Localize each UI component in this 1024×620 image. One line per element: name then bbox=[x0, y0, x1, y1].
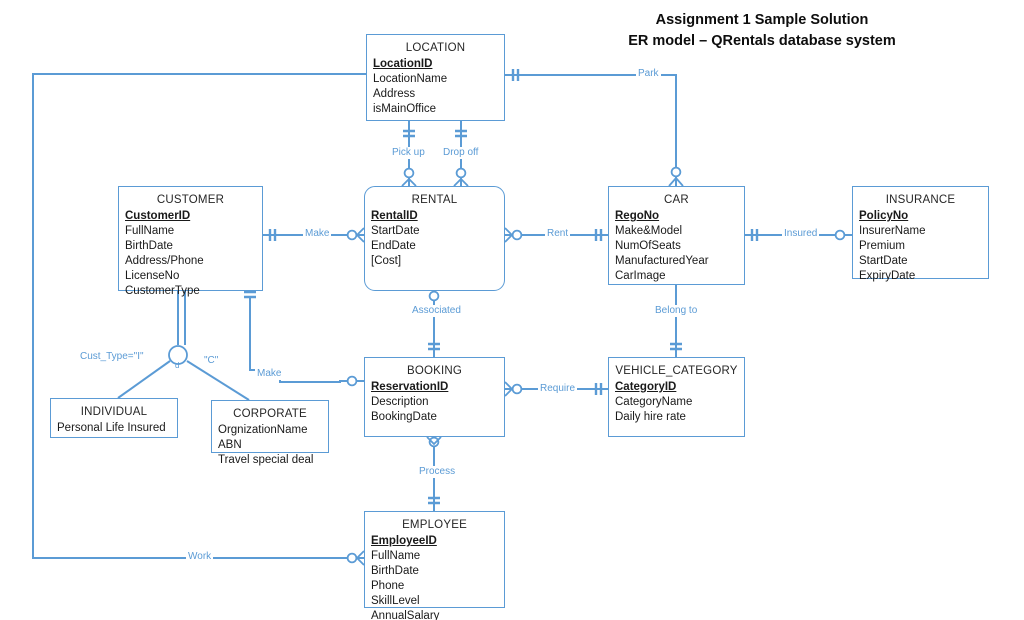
attribute-employee-fullname: FullName bbox=[371, 550, 421, 562]
entity-booking[interactable]: BOOKING ReservationID Description Bookin… bbox=[364, 357, 505, 437]
connector-spec-individual bbox=[117, 360, 171, 399]
entity-corporate[interactable]: CORPORATE OrgnizationName ABN Travel spe… bbox=[211, 400, 329, 466]
title-line-1: Assignment 1 Sample Solution bbox=[655, 12, 869, 28]
attribute-abn: ABN bbox=[218, 439, 242, 451]
entity-location[interactable]: LOCATION LocationID LocationName Address… bbox=[366, 34, 505, 121]
entity-employee-name: EMPLOYEE bbox=[402, 519, 467, 531]
entity-customer-attributes: CustomerID FullName BirthDate Address/Ph… bbox=[119, 209, 262, 303]
attribute-insurername: InsurerName bbox=[859, 225, 926, 237]
entity-employee-attributes: EmployeeID FullName BirthDate Phone Skil… bbox=[365, 534, 504, 620]
entity-vehicle-category[interactable]: VEHICLE_CATEGORY CategoryID CategoryName… bbox=[608, 357, 745, 437]
attribute-premium: Premium bbox=[859, 240, 906, 252]
entity-corporate-attributes: OrgnizationName ABN Travel special deal bbox=[212, 423, 328, 472]
attribute-booking-description: Description bbox=[371, 396, 429, 408]
attribute-address: Address bbox=[373, 88, 416, 100]
attribute-booking-bookingdate: BookingDate bbox=[371, 411, 437, 423]
attribute-customer-customertype: CustomerType bbox=[125, 285, 200, 297]
diagram-title: Assignment 1 Sample Solution ER model – … bbox=[592, 10, 932, 52]
entity-customer[interactable]: CUSTOMER CustomerID FullName BirthDate A… bbox=[118, 186, 263, 297]
relationship-label-rent: Rent bbox=[545, 228, 571, 240]
attribute-rental-cost: [Cost] bbox=[371, 255, 402, 267]
specialization-discriminator-right: "C" bbox=[204, 355, 219, 366]
attribute-travel-special-deal: Travel special deal bbox=[218, 454, 314, 466]
specialization-discriminator-left: Cust_Type="I" bbox=[80, 351, 144, 362]
entity-rental[interactable]: RENTAL RentalID StartDate EndDate [Cost] bbox=[364, 186, 505, 291]
attribute-car-numofseats: NumOfSeats bbox=[615, 240, 681, 252]
relationship-label-pickup: Pick up bbox=[390, 147, 427, 159]
attribute-customerid: CustomerID bbox=[125, 210, 191, 222]
entity-customer-name: CUSTOMER bbox=[156, 194, 225, 206]
relationship-label-belongto: Belong to bbox=[653, 305, 700, 317]
attribute-employee-birthdate: BirthDate bbox=[371, 565, 419, 577]
entity-vehicle-category-name: VEHICLE_CATEGORY bbox=[615, 365, 738, 377]
relationship-label-associated: Associated bbox=[410, 305, 463, 317]
entity-location-name: LOCATION bbox=[405, 42, 466, 54]
entity-employee[interactable]: EMPLOYEE EmployeeID FullName BirthDate P… bbox=[364, 511, 505, 620]
entity-corporate-name: CORPORATE bbox=[233, 408, 307, 420]
relationship-label-dropoff: Drop off bbox=[441, 147, 481, 159]
entity-car-attributes: RegoNo Make&Model NumOfSeats Manufacture… bbox=[609, 209, 744, 288]
attribute-regono: RegoNo bbox=[615, 210, 660, 222]
connector-work bbox=[32, 73, 366, 559]
relationship-label-make: Make bbox=[303, 228, 332, 240]
attribute-locationid: LocationID bbox=[373, 58, 433, 70]
relationship-label-work: Work bbox=[186, 551, 214, 563]
attribute-orgnizationname: OrgnizationName bbox=[218, 424, 308, 436]
attribute-categoryid: CategoryID bbox=[615, 381, 677, 393]
attribute-rentalid: RentalID bbox=[371, 210, 418, 222]
attribute-employeeid: EmployeeID bbox=[371, 535, 437, 547]
attribute-ismainoffice: isMainOffice bbox=[373, 103, 437, 115]
connector-park bbox=[505, 74, 677, 186]
entity-individual[interactable]: INDIVIDUAL Personal Life Insured bbox=[50, 398, 178, 438]
attribute-customer-birthdate: BirthDate bbox=[125, 240, 173, 252]
relationship-label-process: Process bbox=[417, 466, 458, 478]
entity-insurance-name: INSURANCE bbox=[885, 194, 956, 206]
entity-rental-attributes: RentalID StartDate EndDate [Cost] bbox=[365, 209, 504, 273]
attribute-customer-addressphone: Address/Phone bbox=[125, 255, 204, 267]
entity-car[interactable]: CAR RegoNo Make&Model NumOfSeats Manufac… bbox=[608, 186, 745, 285]
entity-individual-attributes: Personal Life Insured bbox=[51, 421, 177, 440]
entity-individual-name: INDIVIDUAL bbox=[80, 406, 148, 418]
relationship-label-insured: Insured bbox=[782, 228, 820, 240]
entity-vehicle-category-attributes: CategoryID CategoryName Daily hire rate bbox=[609, 380, 744, 429]
disjoint-marker: d bbox=[175, 361, 180, 370]
attribute-employee-skilllevel: SkillLevel bbox=[371, 595, 420, 607]
attribute-insurance-expirydate: ExpiryDate bbox=[859, 270, 916, 282]
attribute-reservationid: ReservationID bbox=[371, 381, 449, 393]
attribute-categoryname: CategoryName bbox=[615, 396, 693, 408]
entity-booking-attributes: ReservationID Description BookingDate bbox=[365, 380, 504, 429]
attribute-personal-life-insured: Personal Life Insured bbox=[57, 422, 166, 434]
entity-rental-name: RENTAL bbox=[411, 194, 458, 206]
attribute-car-carimage: CarImage bbox=[615, 270, 666, 282]
title-line-2: ER model – QRentals database system bbox=[628, 33, 896, 50]
attribute-rental-startdate: StartDate bbox=[371, 225, 420, 237]
relationship-label-make-corporate: Make bbox=[255, 368, 284, 380]
entity-insurance[interactable]: INSURANCE PolicyNo InsurerName Premium S… bbox=[852, 186, 989, 282]
entity-insurance-attributes: PolicyNo InsurerName Premium StartDate E… bbox=[853, 209, 988, 288]
attribute-insurance-startdate: StartDate bbox=[859, 255, 908, 267]
attribute-car-makemodel: Make&Model bbox=[615, 225, 683, 237]
attribute-employee-phone: Phone bbox=[371, 580, 405, 592]
relationship-label-require: Require bbox=[538, 383, 578, 395]
entity-booking-name: BOOKING bbox=[406, 365, 463, 377]
entity-car-name: CAR bbox=[664, 194, 689, 206]
relationship-label-park: Park bbox=[636, 68, 661, 80]
attribute-locationname: LocationName bbox=[373, 73, 448, 85]
attribute-rental-enddate: EndDate bbox=[371, 240, 416, 252]
attribute-customer-fullname: FullName bbox=[125, 225, 175, 237]
attribute-employee-annualsalary: AnnualSalary bbox=[371, 610, 440, 620]
attribute-car-manufacturedyear: ManufacturedYear bbox=[615, 255, 709, 267]
attribute-policyno: PolicyNo bbox=[859, 210, 909, 222]
entity-location-attributes: LocationID LocationName Address isMainOf… bbox=[367, 57, 504, 121]
attribute-dailyhirerate: Daily hire rate bbox=[615, 411, 686, 423]
attribute-customer-licenseno: LicenseNo bbox=[125, 270, 180, 282]
